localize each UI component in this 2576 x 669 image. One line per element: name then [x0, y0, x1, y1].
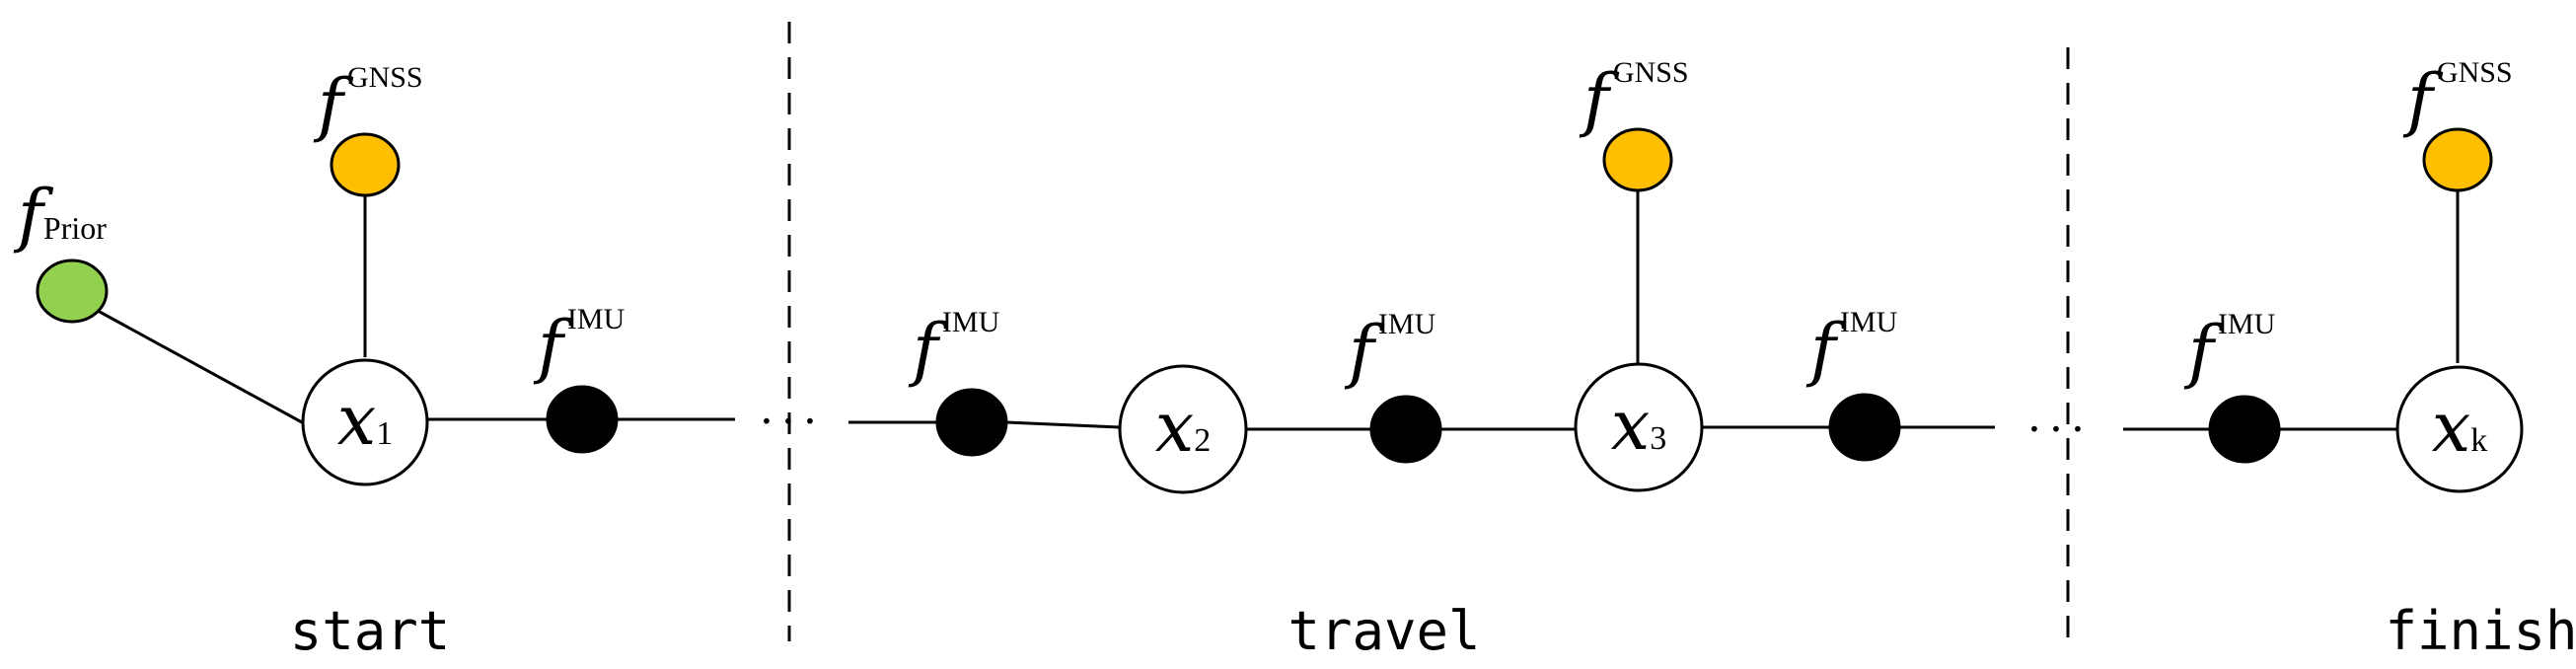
imu-superscript: IMU: [1840, 306, 1898, 338]
ellipsis-right: ···: [2027, 405, 2093, 455]
prior-factor-label: fPrior: [13, 175, 107, 256]
imu-factor-node: [1369, 395, 1442, 464]
imu-superscript: IMU: [942, 306, 1000, 338]
state-node: [1574, 362, 1704, 492]
gnss-factor-node: [1602, 127, 1673, 192]
prior-factor-node: [36, 259, 109, 324]
state-node-label: x1: [337, 380, 393, 461]
imu-factor-node: [2208, 395, 2281, 464]
edge-prior-x1: [88, 304, 303, 424]
state-node: [301, 358, 429, 486]
gnss-superscript: GNSS: [347, 61, 423, 94]
imu-factor-node: [546, 385, 619, 454]
ellipsis-left: ···: [760, 397, 825, 447]
state-node-label: xk: [2432, 387, 2487, 468]
imu-superscript: IMU: [567, 303, 626, 335]
state-node: [1118, 364, 1248, 494]
phase-label-travel: travel: [1288, 600, 1480, 662]
imu-factor-node: [935, 388, 1008, 457]
gnss-superscript: GNSS: [2437, 56, 2513, 89]
imu-superscript: IMU: [2218, 308, 2276, 340]
imu-factor-node: [1828, 393, 1901, 462]
imu-superscript: IMU: [1378, 308, 1436, 340]
state-node: [2395, 365, 2524, 493]
state-node-label: x2: [1155, 387, 1211, 468]
phase-label-start: start: [290, 600, 451, 662]
gnss-factor-node: [2422, 127, 2493, 192]
gnss-factor-node: [330, 132, 401, 197]
edge-imu2-x2: [1005, 420, 1121, 429]
prior-subscript: Prior: [43, 210, 107, 246]
phase-label-finish: finish: [2385, 600, 2576, 662]
gnss-superscript: GNSS: [1613, 56, 1689, 89]
state-node-label: x3: [1611, 385, 1666, 466]
